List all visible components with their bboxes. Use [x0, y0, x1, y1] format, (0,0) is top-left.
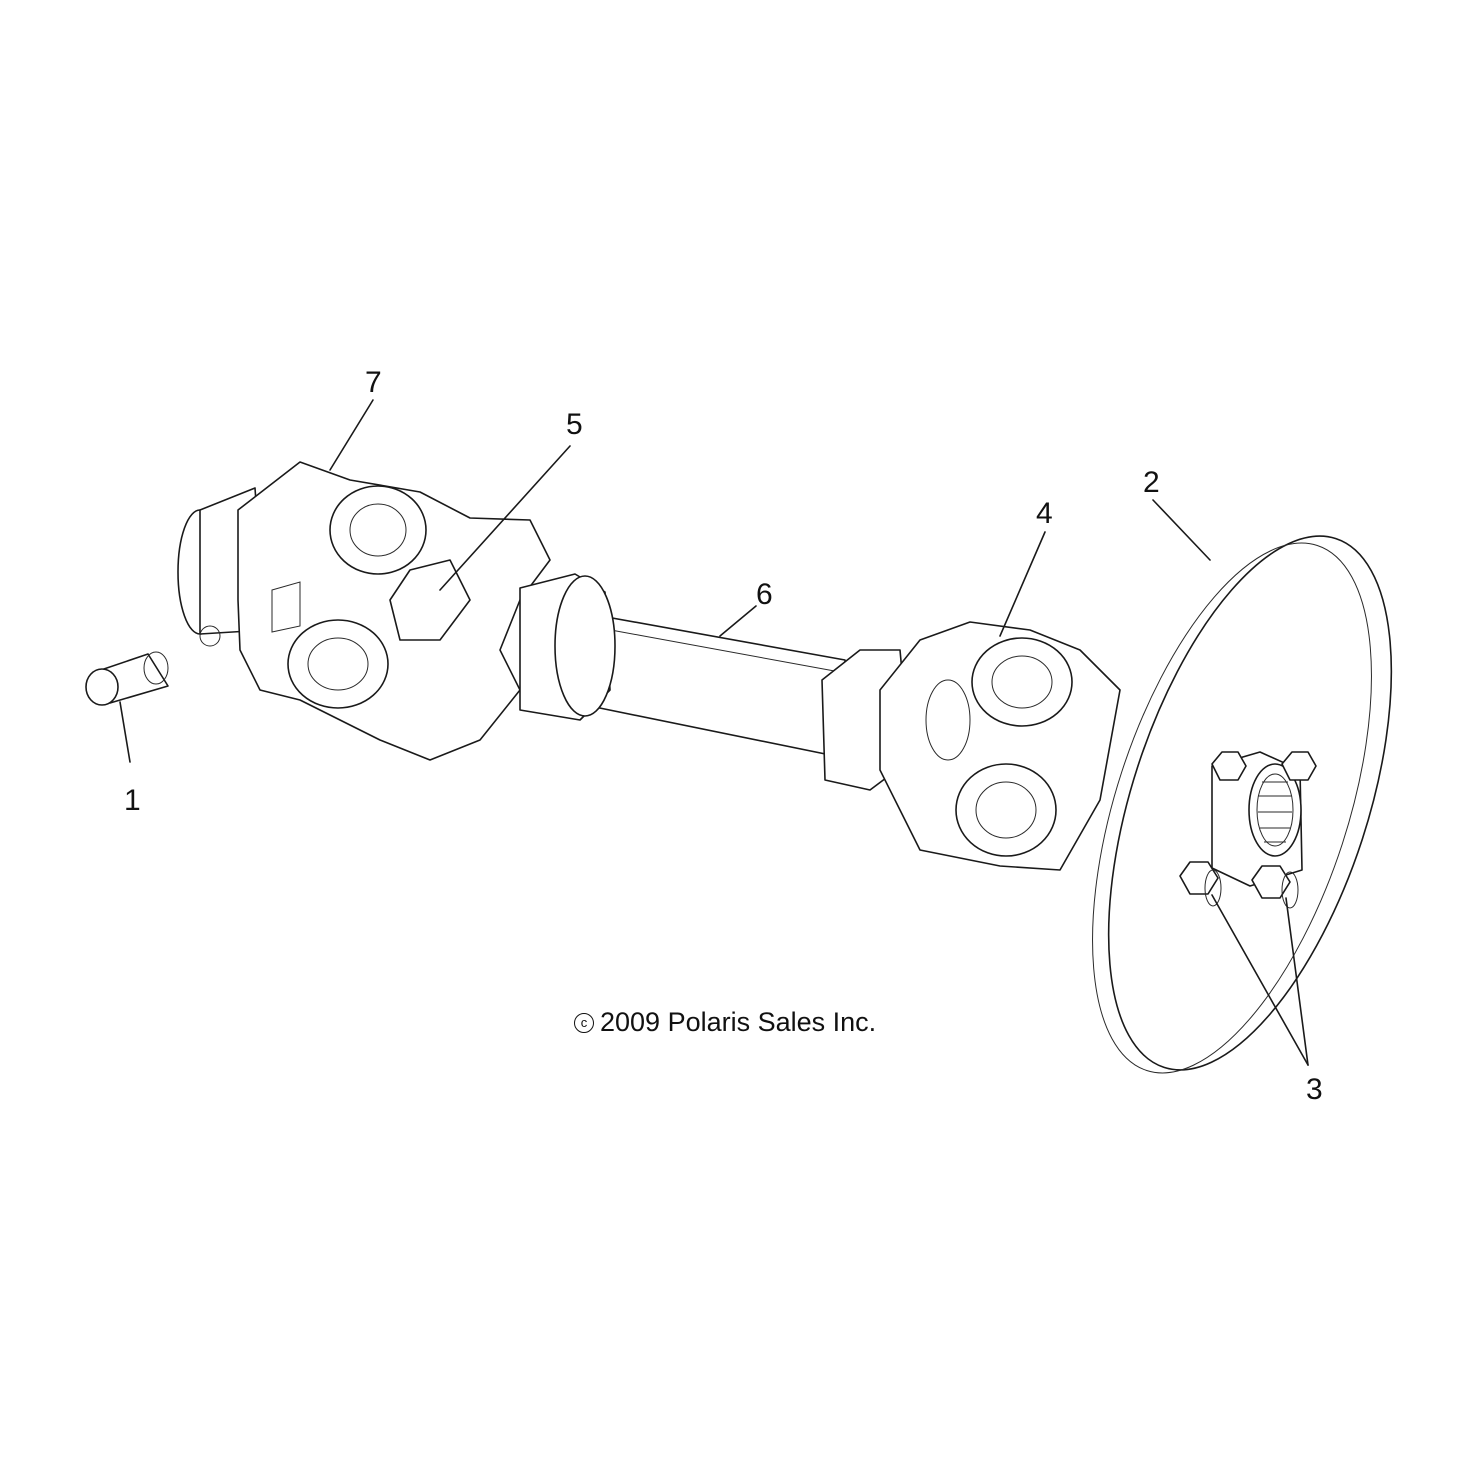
callout-5: 5: [566, 408, 583, 441]
part-4-right-yoke: [821, 621, 1121, 871]
callout-6: 6: [756, 578, 773, 611]
copyright-symbol: c: [574, 1012, 594, 1033]
copyright-notice: c 2009 Polaris Sales Inc.: [574, 1007, 876, 1038]
callout-3: 3: [1306, 1073, 1323, 1106]
copyright-text: 2009 Polaris Sales Inc.: [600, 1007, 877, 1037]
leader-lines: [119, 399, 1309, 1066]
shaft-collar-left: [519, 573, 616, 721]
part-6-shaft: [589, 613, 846, 759]
callout-2: 2: [1143, 466, 1160, 499]
part-5-left-cross: [271, 485, 471, 709]
callout-4: 4: [1036, 497, 1053, 530]
part-1-pin: [85, 651, 169, 706]
callout-7: 7: [365, 366, 382, 399]
part-3-hub-nuts: [1179, 751, 1317, 909]
callout-1: 1: [124, 784, 141, 817]
